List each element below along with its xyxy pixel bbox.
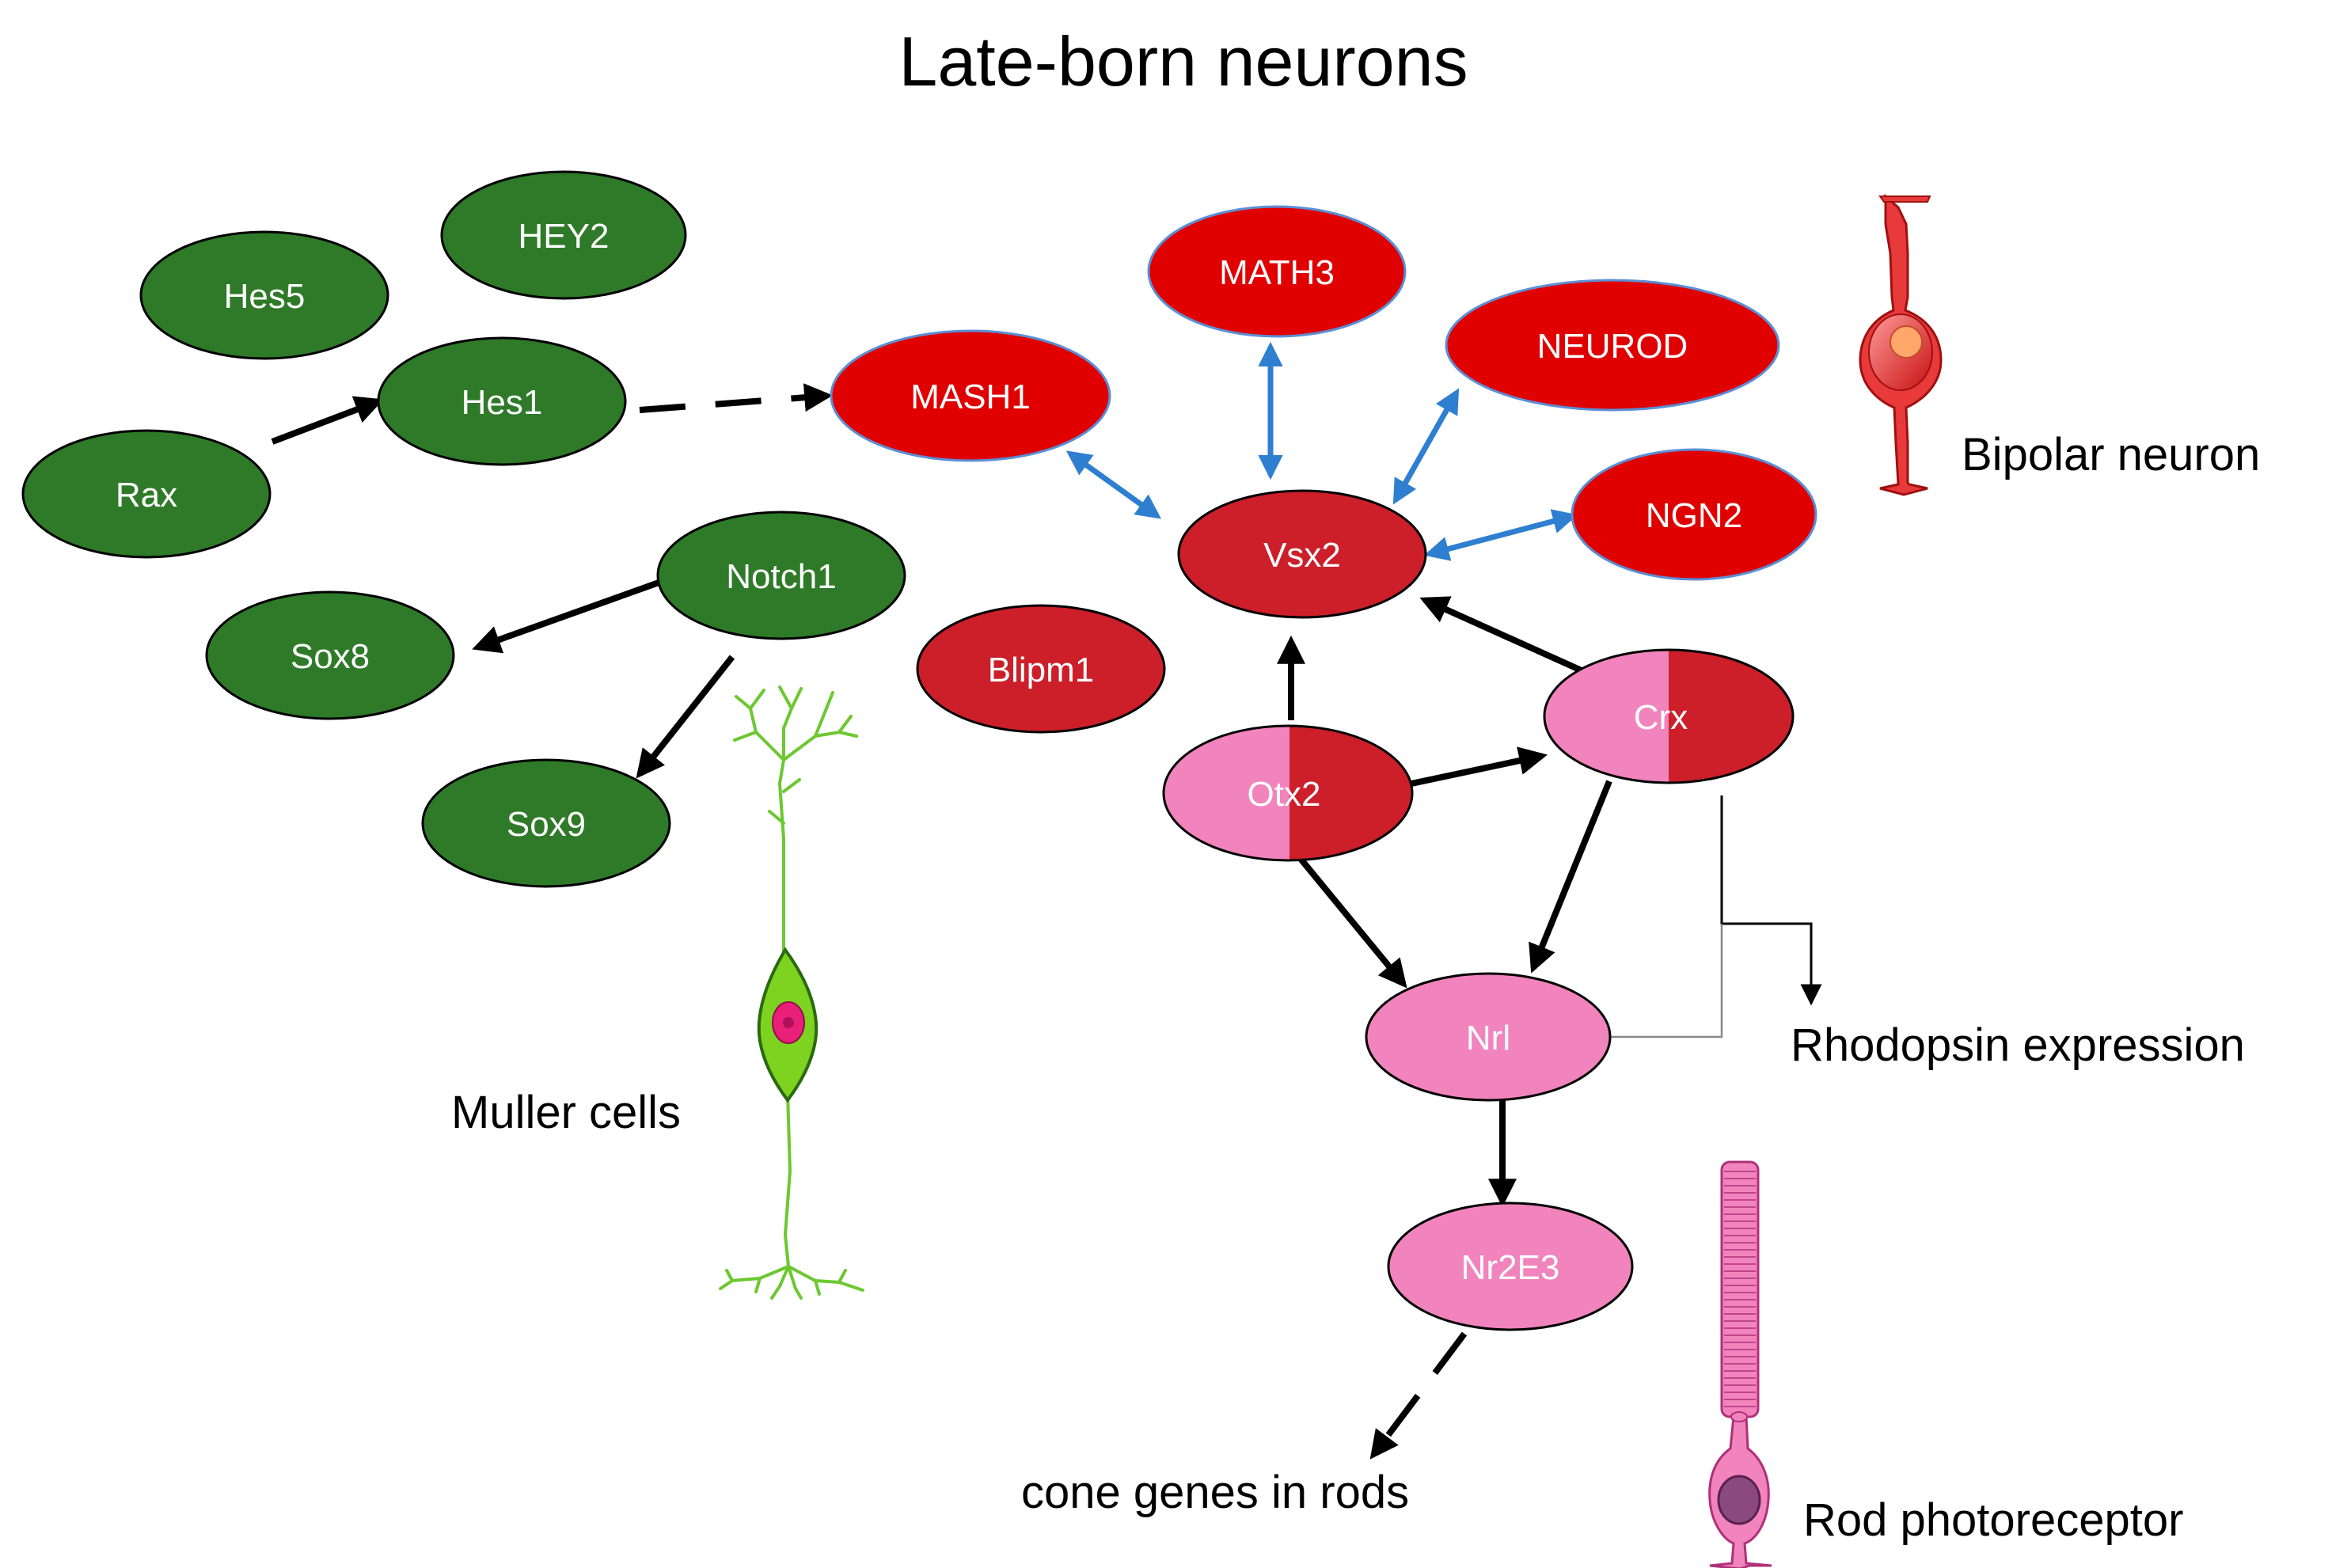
arrow-crx-vsx2	[1419, 596, 1585, 674]
arrow-notch1-sox9	[636, 655, 735, 779]
muller-cells-label: Muller cells	[451, 1087, 681, 1138]
node-hes1[interactable]: Hes1	[377, 336, 627, 466]
arrow-otx2-crx	[1411, 746, 1548, 787]
red-nodes: MATH3 NEUROD MASH1 NGN2 Vsx2 Blipm1	[830, 205, 1817, 734]
node-nr2e3[interactable]: Nr2E3	[1387, 1202, 1634, 1331]
node-sox9[interactable]: Sox9	[421, 758, 671, 888]
bipolar-neuron-icon	[1859, 193, 1943, 496]
node-sox9-label: Sox9	[507, 805, 586, 844]
node-math3-label: MATH3	[1219, 253, 1335, 292]
node-otx2[interactable]: Otx2	[1162, 724, 1416, 863]
green-nodes: HEY2 Hes5 Hes1 Rax Notch1 Sox8 Sox9	[21, 170, 906, 888]
node-crx-label: Crx	[1634, 698, 1688, 737]
node-blipm1-label: Blipm1	[988, 651, 1095, 689]
node-nrl-label: Nrl	[1466, 1019, 1510, 1057]
node-math3[interactable]: MATH3	[1147, 205, 1407, 338]
node-ngn2-label: NGN2	[1646, 496, 1742, 535]
node-neurod[interactable]: NEUROD	[1445, 279, 1780, 412]
node-nrl[interactable]: Nrl	[1365, 972, 1612, 1102]
photoreceptor-nodes: Crx Otx2 Nrl Nr2E3	[1162, 648, 1795, 1331]
diagram-title: Late-born neurons	[898, 22, 1468, 101]
bipolar-neuron-label: Bipolar neuron	[1962, 429, 2260, 480]
node-rax-label: Rax	[116, 476, 177, 514]
arrow-ngn2-vsx2	[1423, 509, 1578, 561]
arrow-rax-hes1	[271, 396, 384, 445]
arrow-crx-nrl	[1529, 780, 1612, 974]
cone-genes-label: cone genes in rods	[1021, 1467, 1409, 1518]
muller-cell-body	[757, 947, 818, 1103]
node-notch1[interactable]: Notch1	[656, 511, 906, 640]
node-hes1-label: Hes1	[461, 383, 543, 422]
arrow-notch1-sox8	[472, 579, 663, 654]
node-crx[interactable]: Crx	[1543, 648, 1795, 784]
arrow-otx2-nrl	[1297, 856, 1407, 989]
node-ngn2[interactable]: NGN2	[1570, 448, 1817, 581]
node-nr2e3-label: Nr2E3	[1461, 1248, 1560, 1287]
node-sox8[interactable]: Sox8	[205, 590, 455, 720]
node-mash1-label: MASH1	[910, 378, 1031, 416]
node-sox8-label: Sox8	[291, 637, 370, 676]
node-hes5[interactable]: Hes5	[139, 230, 389, 360]
node-hes5-label: Hes5	[224, 277, 306, 316]
rod-photoreceptor-label: Rod photoreceptor	[1803, 1494, 2183, 1546]
node-hey2-label: HEY2	[518, 217, 610, 256]
rhodopsin-expression-label: Rhodopsin expression	[1791, 1019, 2245, 1071]
arrow-neurod-vsx2	[1392, 388, 1460, 505]
arrow-hes1-mash1	[639, 383, 834, 413]
node-vsx2-label: Vsx2	[1263, 536, 1341, 575]
arrow-nr2e3-cone	[1369, 1331, 1468, 1460]
node-rax[interactable]: Rax	[21, 429, 272, 559]
node-otx2-label: Otx2	[1248, 775, 1321, 814]
muller-cell-icon	[719, 685, 864, 1300]
node-neurod-label: NEUROD	[1537, 327, 1688, 366]
node-hey2[interactable]: HEY2	[440, 170, 687, 300]
rod-photoreceptor-icon	[1708, 1160, 1772, 1568]
node-vsx2[interactable]: Vsx2	[1177, 489, 1427, 619]
node-notch1-label: Notch1	[726, 557, 836, 596]
arrow-mash1-vsx2	[1065, 450, 1162, 519]
line-crx-rhodopsin	[1720, 795, 1822, 1006]
line-nrl-rhodopsin	[1608, 924, 1723, 1038]
node-mash1[interactable]: MASH1	[830, 329, 1111, 462]
edges	[271, 341, 1822, 1460]
node-blipm1[interactable]: Blipm1	[916, 604, 1166, 734]
